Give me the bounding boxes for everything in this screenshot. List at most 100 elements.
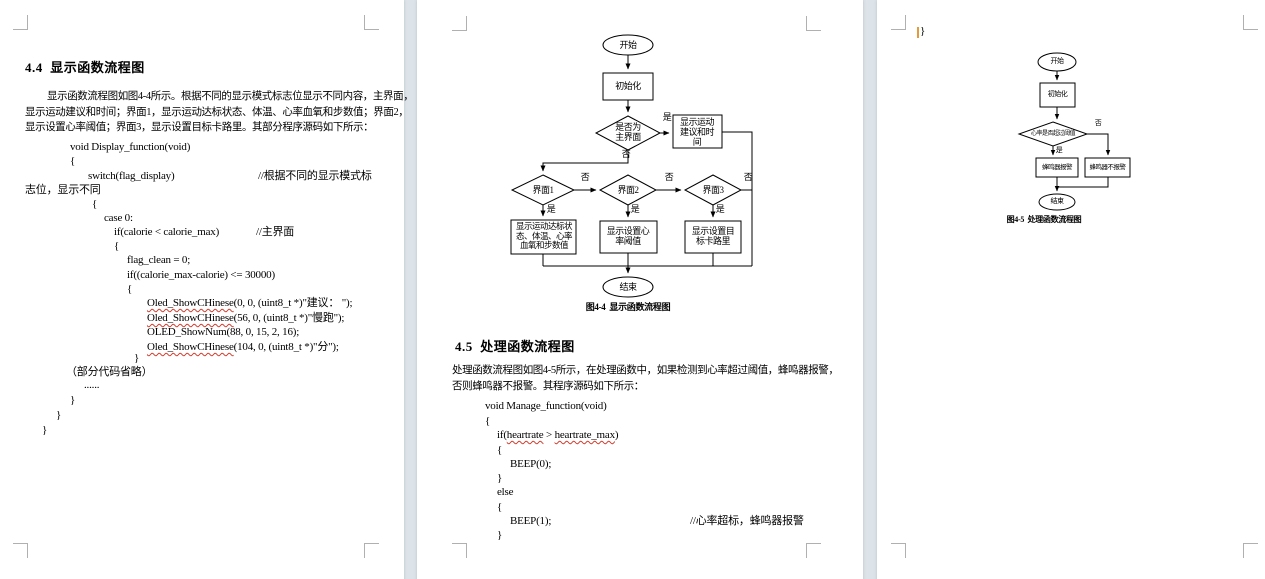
misspelled-identifier: Oled_ShowCHinese — [147, 341, 234, 353]
flow-rect-no-alarm: 蜂鸣器不报警 — [1089, 164, 1127, 171]
flow-label-yes: 是 — [1055, 146, 1063, 154]
misspelled-identifier: heartrate_max — [554, 429, 616, 441]
code-line: void Display_function(void) — [70, 141, 191, 153]
flow-rect-heartrate: 显示设置心率阈值 — [606, 226, 650, 247]
flowchart-4-5-graphic — [1017, 52, 1131, 211]
crop-mark — [1243, 15, 1258, 30]
para-line: 处理函数流程图如图4-5所示，在处理函数中，如果检测到心率超过阈值，蜂鸣器报警， — [452, 365, 839, 376]
code-line: } — [56, 409, 62, 421]
section-heading-4-5: 4.5 处理函数流程图 — [455, 339, 575, 354]
flow-label-no: 否 — [664, 172, 674, 182]
crop-mark — [452, 16, 467, 31]
code-line: { — [70, 155, 76, 167]
code-line: { — [114, 240, 120, 252]
code-line: ...... — [84, 379, 100, 391]
flow-label-yes: 是 — [662, 112, 672, 122]
crop-mark — [1243, 543, 1258, 558]
code-line: { — [92, 198, 98, 210]
page-1[interactable]: 4.4 显示函数流程图 显示函数流程图如图4-4所示。根据不同的显示模式标志位显… — [0, 0, 414, 579]
crop-mark — [891, 543, 906, 558]
flow-decision-ui3: 界面3 — [702, 185, 724, 195]
text-cursor — [917, 27, 919, 38]
flow-label-no: 否 — [1094, 119, 1102, 127]
code-line: 志位，显示不同 — [25, 184, 101, 196]
para-line: 显示设置心率阈值；界面3，显示设置目标卡路里。其部分程序源码如下所示： — [25, 122, 374, 133]
flow-init-node: 初始化 — [1047, 90, 1068, 98]
flow-rect-advice: 显示运动建议和时间 — [679, 117, 715, 148]
code-line: if(heartrate > heartrate_max) — [497, 429, 619, 443]
misspelled-identifier: heartrate — [506, 429, 544, 441]
crop-mark — [13, 543, 28, 558]
flow-decision-ui1: 界面1 — [532, 185, 554, 195]
code-text: (0, 0, (uint8_t *)"建议： "); — [233, 297, 353, 309]
crop-mark — [452, 543, 467, 558]
code-line: } — [497, 529, 503, 541]
flow-rect-calorie: 显示设置目标卡路里 — [691, 226, 735, 247]
code-line: { — [497, 444, 503, 456]
flow-label-yes: 是 — [715, 204, 725, 214]
flow-rect-status: 显示运动达标状态、体温、心率血氧和步数值 — [515, 221, 573, 251]
section-heading-4-4: 4.4 显示函数流程图 — [25, 60, 145, 75]
para-line: 否则蜂鸣器不报警。其程序源码如下所示： — [452, 381, 644, 392]
page-2[interactable]: 开始 初始化 是否为主界面 显示运动建议和时间 界面1 界面2 界面3 显示运动… — [417, 0, 863, 579]
flow-decision-main: 是否为主界面 — [615, 122, 641, 143]
crop-mark — [806, 16, 821, 31]
code-line: BEEP(0); — [510, 458, 552, 470]
code-line: } — [42, 424, 48, 436]
code-line: } — [70, 394, 76, 406]
code-line: Oled_ShowCHinese(0, 0, (uint8_t *)"建议： "… — [147, 297, 353, 311]
code-comment: //主界面 — [256, 226, 295, 238]
code-line: } — [134, 352, 140, 364]
crop-mark — [364, 543, 379, 558]
crop-mark — [891, 15, 906, 30]
misspelled-identifier: Oled_ShowCHinese — [147, 297, 234, 309]
code-line: if((calorie_max-calorie) <= 30000) — [127, 269, 275, 281]
figure-caption-4-5: 图4-5 处理函数流程图 — [1006, 215, 1082, 224]
code-comment: //根据不同的显示模式标 — [258, 170, 372, 182]
flow-init-node: 初始化 — [615, 81, 641, 91]
code-line: （部分代码省略） — [66, 366, 153, 378]
code-line: } — [920, 25, 926, 37]
code-line: } — [497, 472, 503, 484]
flow-rect-alarm: 蜂鸣器报警 — [1042, 164, 1073, 171]
flow-label-no: 否 — [580, 172, 590, 182]
code-line: flag_clean = 0; — [127, 254, 191, 266]
flowchart-4-4-graphic — [510, 34, 753, 298]
flow-start-node: 开始 — [1050, 57, 1065, 65]
flow-label-yes: 是 — [630, 204, 640, 214]
para-line: 显示运动建议和时间；界面1，显示运动达标状态、体温、心率血氧和步数值；界面2， — [25, 107, 409, 118]
code-line: Oled_ShowCHinese(56, 0, (uint8_t *)"慢跑")… — [147, 312, 344, 326]
flow-decision-heartrate: 心率是否超过阈值 — [1030, 131, 1076, 137]
misspelled-identifier: Oled_ShowCHinese — [147, 312, 234, 324]
figure-caption-4-4: 图4-4 显示函数流程图 — [585, 302, 671, 312]
code-line: void Manage_function(void) — [485, 400, 607, 412]
flow-decision-ui2: 界面2 — [617, 185, 639, 195]
flow-label-no: 否 — [621, 149, 631, 159]
crop-mark — [13, 15, 28, 30]
code-line: { — [497, 501, 503, 513]
code-line: { — [485, 415, 491, 427]
code-text: (56, 0, (uint8_t *)"慢跑"); — [233, 312, 345, 324]
code-line: BEEP(1); — [510, 515, 552, 527]
code-line: else — [497, 486, 514, 498]
code-line: case 0: — [104, 212, 133, 224]
crop-mark — [806, 543, 821, 558]
code-line: Oled_ShowCHinese(104, 0, (uint8_t *)"分")… — [147, 341, 339, 355]
code-text: if( — [497, 429, 507, 441]
code-text: ) — [614, 429, 619, 441]
crop-mark — [364, 15, 379, 30]
flow-label-yes: 是 — [546, 204, 556, 214]
code-text: (104, 0, (uint8_t *)"分"); — [233, 341, 339, 353]
flow-end-node: 结束 — [1050, 197, 1065, 205]
code-line: OLED_ShowNum(88, 0, 15, 2, 16); — [147, 326, 300, 338]
page-3[interactable]: } 开始 — [877, 0, 1265, 579]
flow-start-node: 开始 — [619, 40, 637, 50]
code-text: > — [543, 429, 555, 441]
para-line: 显示函数流程图如图4-4所示。根据不同的显示模式标志位显示不同内容，主界面， — [47, 91, 414, 102]
code-line: switch(flag_display) — [88, 170, 175, 182]
code-comment: //心率超标，蜂鸣器报警 — [690, 515, 804, 527]
code-line: { — [127, 283, 133, 295]
flow-label-no: 否 — [743, 172, 753, 182]
flow-end-node: 结束 — [619, 282, 637, 292]
